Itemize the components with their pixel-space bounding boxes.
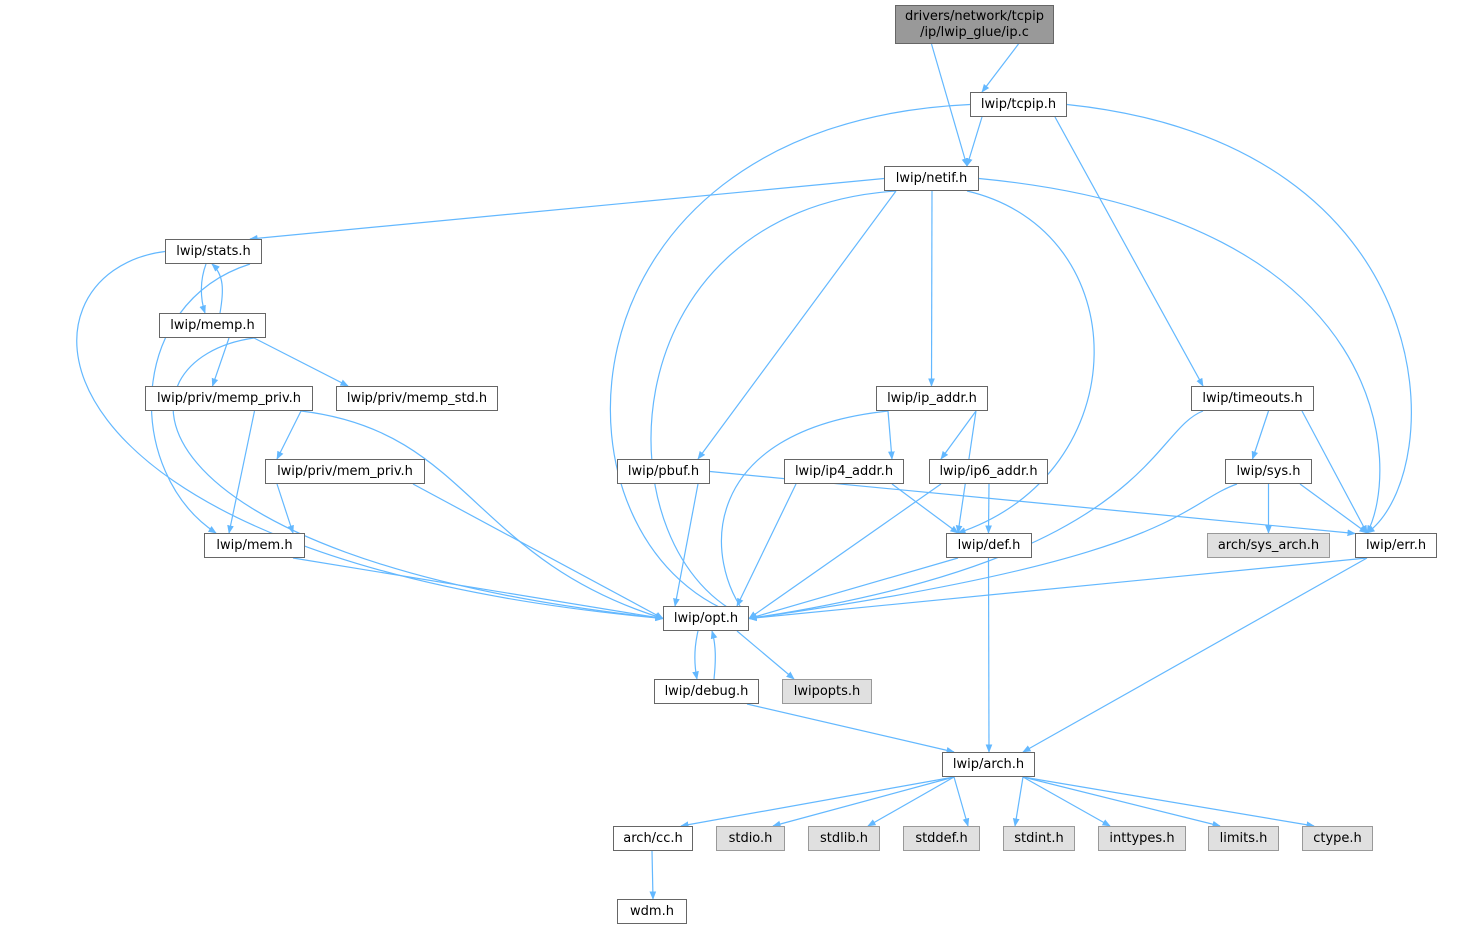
node-mem-priv[interactable]: lwip/priv/mem_priv.h: [265, 459, 425, 484]
node-debug[interactable]: lwip/debug.h: [654, 679, 759, 704]
edge-arch-to-ctype: [1022, 776, 1315, 829]
edge-root-to-netif: [930, 43, 969, 167]
edge-opt-to-lwipopts: [736, 630, 795, 680]
node-err[interactable]: lwip/err.h: [1355, 533, 1437, 558]
edge-timeouts-to-err: [1301, 410, 1368, 534]
edge-netif-to-def: [957, 190, 1095, 534]
edge-def-to-arch: [985, 557, 993, 753]
edge-def-to-opt: [748, 557, 959, 620]
edge-pbuf-to-opt: [673, 483, 699, 607]
edge-cc-to-wdm: [649, 850, 657, 900]
edge-memp_priv-to-opt: [300, 410, 664, 620]
edge-tcpip-to-timeouts: [1054, 116, 1204, 387]
node-stats[interactable]: lwip/stats.h: [165, 239, 262, 264]
node-mem[interactable]: lwip/mem.h: [204, 533, 305, 558]
node-sys[interactable]: lwip/sys.h: [1225, 459, 1312, 484]
edge-memp_priv-to-mem_priv: [276, 410, 302, 460]
edge-arch-to-cc: [680, 776, 955, 828]
node-wdm[interactable]: wdm.h: [617, 899, 687, 924]
edge-mem_priv-to-mem: [276, 483, 294, 534]
node-ctype: ctype.h: [1302, 826, 1373, 851]
node-def[interactable]: lwip/def.h: [946, 533, 1032, 558]
edge-ip_addr-to-ip6: [940, 410, 977, 460]
node-stdlib: stdlib.h: [808, 826, 880, 851]
node-memp-priv[interactable]: lwip/priv/memp_priv.h: [145, 386, 313, 411]
edge-timeouts-to-sys: [1251, 410, 1270, 460]
edge-arch-to-stdio: [772, 776, 955, 828]
node-timeouts[interactable]: lwip/timeouts.h: [1191, 386, 1314, 411]
edge-arch-to-stdlib: [867, 776, 955, 827]
edge-arch-to-stdint: [1012, 776, 1024, 827]
edge-netif-to-opt: [650, 190, 897, 620]
edge-netif-to-ip_addr: [928, 190, 935, 387]
edge-ip_addr-to-ip4: [887, 410, 895, 460]
edge-mem_priv-to-opt: [412, 483, 664, 620]
node-opt[interactable]: lwip/opt.h: [663, 606, 749, 631]
node-ip4[interactable]: lwip/ip4_addr.h: [784, 459, 904, 484]
edge-netif-to-err: [978, 177, 1381, 534]
edge-stats-to-memp: [199, 263, 207, 314]
node-netif[interactable]: lwip/netif.h: [884, 166, 979, 191]
edge-tcpip-to-err: [1066, 103, 1412, 534]
node-stddef: stddef.h: [903, 826, 980, 851]
node-tcpip[interactable]: lwip/tcpip.h: [970, 92, 1067, 117]
edge-memp-to-memp_priv: [211, 337, 230, 387]
edge-ip6-to-def: [985, 483, 992, 534]
edge-timeouts-to-opt: [748, 410, 1204, 621]
edge-arch-to-stddef: [953, 776, 970, 827]
edge-memp-to-memp_std: [253, 337, 349, 387]
edge-err-to-arch: [1022, 557, 1368, 753]
edge-arch-to-inttypes: [1022, 776, 1111, 827]
node-arch[interactable]: lwip/arch.h: [942, 752, 1035, 777]
edge-ip4-to-opt: [736, 483, 797, 607]
node-root: drivers/network/tcpip /ip/lwip_glue/ip.c: [895, 5, 1054, 44]
node-sys-arch: arch/sys_arch.h: [1207, 533, 1330, 558]
edge-root-to-tcpip: [981, 43, 1019, 93]
edge-memp-to-stats: [211, 263, 223, 314]
edge-opt-to-debug: [692, 630, 699, 680]
edge-sys-to-err: [1299, 483, 1368, 534]
node-limits: limits.h: [1208, 826, 1279, 851]
edge-ip6-to-opt: [748, 483, 942, 619]
node-inttypes: inttypes.h: [1098, 826, 1186, 851]
edge-netif-to-stats: [249, 177, 885, 242]
node-pbuf[interactable]: lwip/pbuf.h: [617, 459, 710, 484]
edge-memp_priv-to-mem: [227, 410, 256, 534]
node-cc[interactable]: arch/cc.h: [613, 826, 693, 851]
edge-sys-to-opt: [748, 483, 1238, 621]
edge-netif-to-pbuf: [697, 190, 897, 460]
node-memp[interactable]: lwip/memp.h: [159, 313, 266, 338]
edge-debug-to-arch: [746, 703, 955, 754]
node-stdio: stdio.h: [716, 826, 785, 851]
node-ip-addr[interactable]: lwip/ip_addr.h: [876, 386, 988, 411]
edge-stats-to-opt: [76, 250, 664, 622]
edge-arch-to-limits: [1022, 776, 1221, 828]
edge-mem-to-opt: [292, 557, 664, 621]
edge-err-to-opt: [748, 557, 1368, 622]
edge-ip_addr-to-opt: [720, 410, 889, 620]
edge-ip4-to-def: [891, 483, 959, 534]
edge-tcpip-to-opt: [609, 103, 971, 620]
node-ip6[interactable]: lwip/ip6_addr.h: [929, 459, 1048, 484]
node-memp-std[interactable]: lwip/priv/memp_std.h: [336, 386, 498, 411]
edge-tcpip-to-netif: [966, 116, 983, 167]
node-stdint: stdint.h: [1003, 826, 1075, 851]
edge-debug-to-opt: [710, 630, 718, 680]
node-lwipopts: lwipopts.h: [782, 679, 872, 704]
